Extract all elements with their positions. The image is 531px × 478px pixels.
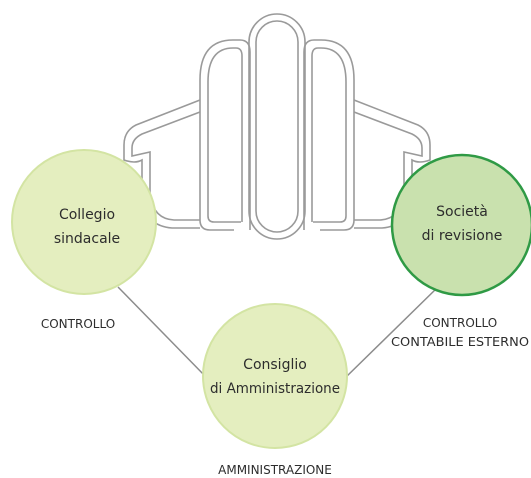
consiglio-label-line2: di Amministrazione [210,381,340,397]
societa-label-line2: di revisione [422,228,503,244]
consiglio-caption: AMMINISTRAZIONE [218,463,332,477]
node-societa-revisione: Società di revisione [390,153,531,297]
consiglio-circle [202,303,348,449]
node-collegio-sindacale: Collegio sindacale [11,149,157,295]
consiglio-label-line1: Consiglio [243,357,307,373]
connector-societa-consiglio [344,286,439,379]
node-consiglio-amministrazione: Consiglio di Amministrazione [202,303,348,449]
societa-label-line1: Società [436,204,488,220]
societa-caption-line2: CONTABILE ESTERNO [391,335,529,349]
corporate-governance-emblem-icon [123,13,431,240]
connector-collegio-consiglio [117,286,208,379]
societa-circle [390,153,531,297]
collegio-caption: CONTROLLO [41,317,115,331]
societa-caption-line1: CONTROLLO [423,316,497,330]
collegio-label-line1: Collegio [59,207,115,223]
collegio-label-line2: sindacale [54,231,120,247]
collegio-circle [11,149,157,295]
